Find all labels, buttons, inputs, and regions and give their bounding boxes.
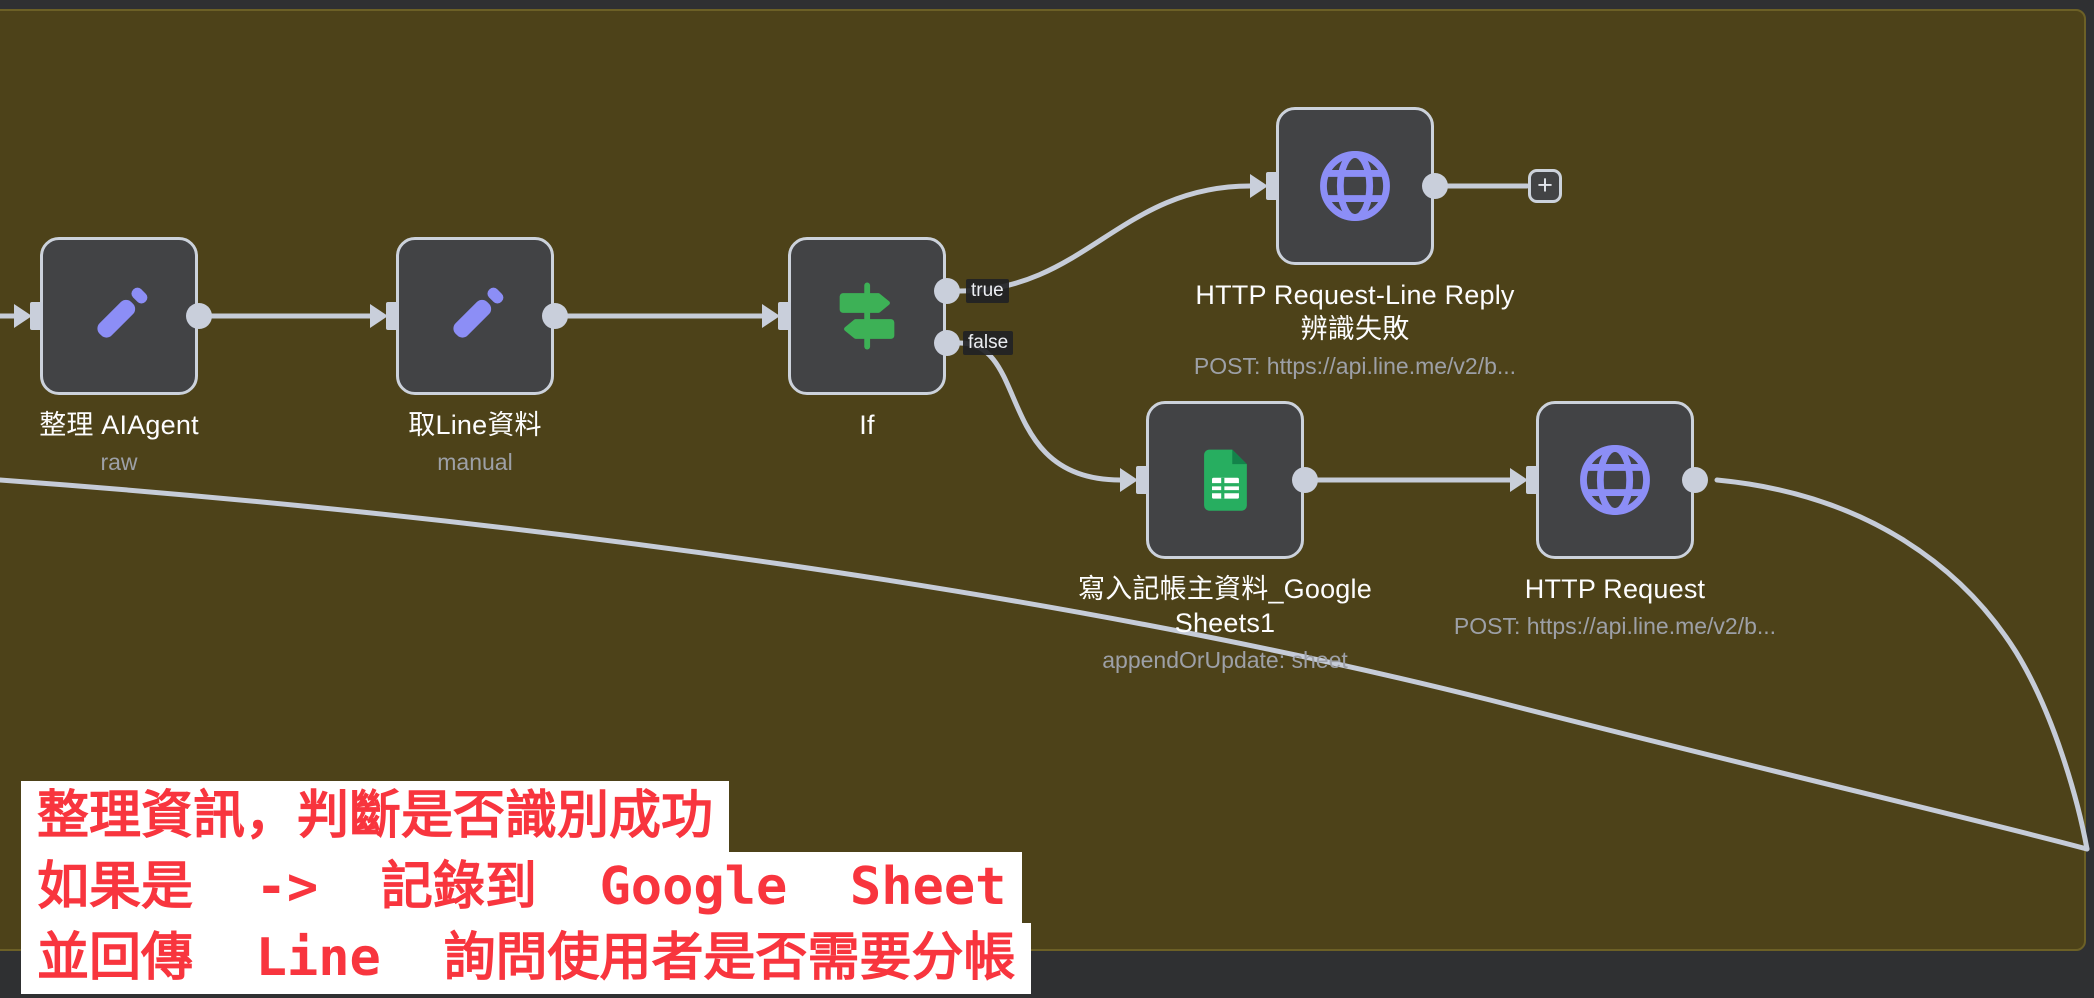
node-label-line2: 辨識失敗 [1300, 314, 1410, 344]
output-port-http1[interactable] [1422, 173, 1448, 199]
input-port-set1[interactable] [14, 302, 43, 330]
node-subtitle: manual [437, 449, 513, 475]
node-get-line-data[interactable] [396, 237, 554, 395]
output-port-set2[interactable] [542, 303, 568, 329]
output-port-if-false[interactable] [934, 330, 960, 356]
output-port-set1[interactable] [186, 303, 212, 329]
pencil-icon [453, 287, 504, 338]
node-label: If [859, 410, 875, 440]
caption-sheets: 寫入記帳主資料_Google Sheets1 appendOrUpdate: s… [1078, 572, 1372, 673]
input-port-if[interactable] [762, 302, 791, 330]
sheets-icon [1204, 449, 1247, 511]
node-http-request[interactable] [1536, 401, 1694, 559]
node-subtitle: POST: https://api.line.me/v2/b... [1453, 613, 1777, 639]
add-node-button[interactable]: + [1528, 169, 1562, 203]
annotation-line-3: 並回傳 Line 詢問使用者是否需要分帳 [21, 923, 1032, 994]
node-label: 寫入記帳主資料_Google [1078, 574, 1372, 604]
input-port-sheets[interactable] [1120, 466, 1149, 494]
pencil-icon [97, 287, 148, 338]
node-subtitle: raw [100, 449, 138, 475]
output-port-if-true[interactable] [934, 278, 960, 304]
annotation-block: 整理資訊，判斷是否識別成功 如果是 -> 記錄到 Google Sheet 並回… [21, 781, 1032, 994]
node-label: HTTP Request [1524, 574, 1706, 604]
node-subtitle: POST: https://api.line.me/v2/b... [1193, 353, 1517, 379]
caption-http1: HTTP Request-Line Reply 辨識失敗 POST: https… [1194, 278, 1516, 379]
if-false-branch-label: false [963, 331, 1014, 355]
edge-http2-out [1714, 477, 2090, 852]
edge-long-sweep [0, 477, 2090, 852]
input-port-set2[interactable] [370, 302, 399, 330]
node-label: 取Line資料 [408, 410, 542, 440]
output-port-sheets[interactable] [1292, 467, 1318, 493]
caption-if: If [859, 408, 874, 442]
input-port-http1[interactable] [1250, 172, 1279, 200]
node-if[interactable] [788, 237, 946, 395]
caption-set1: 整理 AIAgent raw [39, 408, 199, 475]
signpost-icon [839, 282, 895, 350]
node-label: 整理 AIAgent [39, 410, 199, 440]
node-subtitle: appendOrUpdate: sheet [1102, 647, 1348, 673]
globe-icon [1320, 151, 1390, 221]
input-port-http2[interactable] [1510, 466, 1539, 494]
globe-icon [1580, 445, 1650, 515]
node-label: HTTP Request-Line Reply [1195, 280, 1515, 310]
annotation-line-2: 如果是 -> 記錄到 Google Sheet [21, 852, 1023, 923]
output-port-http2[interactable] [1682, 467, 1708, 493]
caption-http2: HTTP Request POST: https://api.line.me/v… [1454, 572, 1776, 639]
caption-set2: 取Line資料 manual [408, 408, 541, 475]
node-label-line2: Sheets1 [1174, 608, 1276, 638]
node-http-request-line-reply[interactable] [1276, 107, 1434, 265]
if-true-branch-label: true [966, 279, 1009, 303]
annotation-line-1: 整理資訊，判斷是否識別成功 [21, 781, 730, 852]
